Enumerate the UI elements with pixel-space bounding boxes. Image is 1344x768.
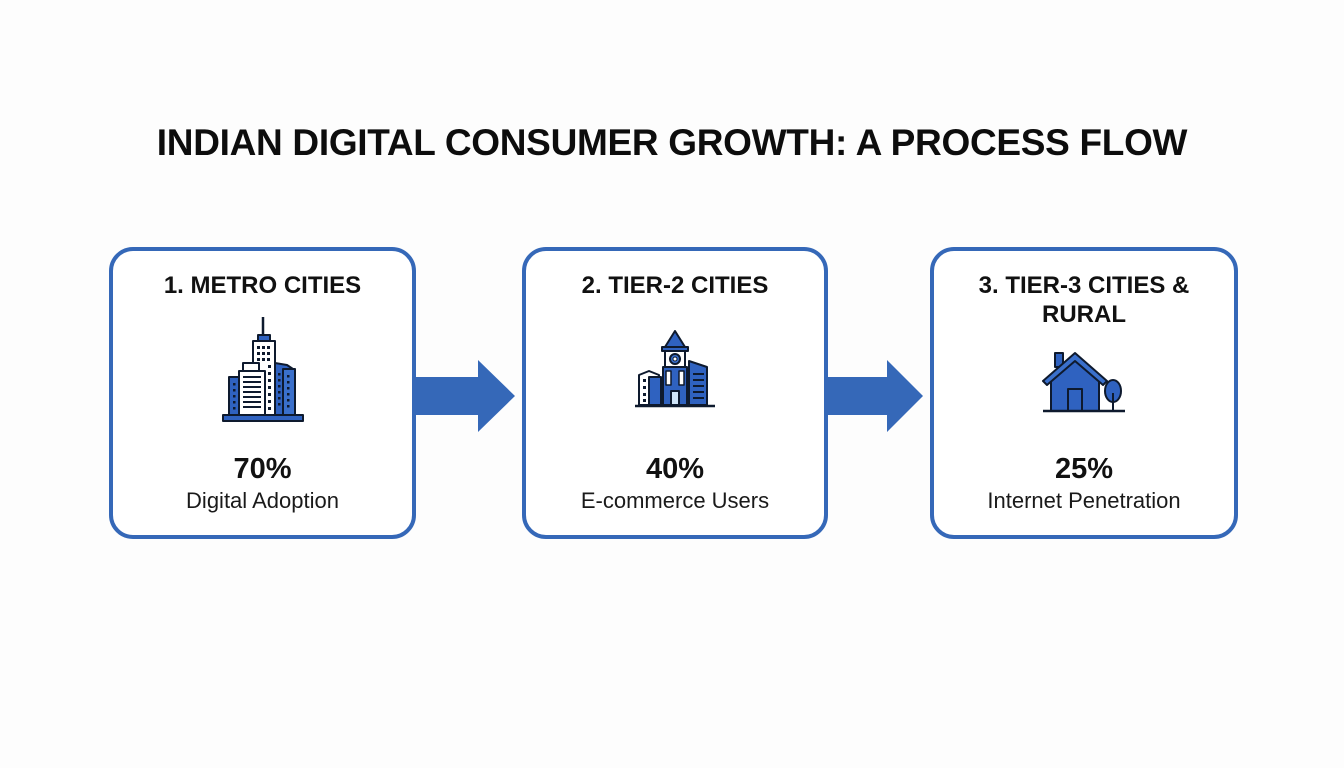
step-card-tier-3-cities-rural: 3. TIER-3 CITIES & RURAL 25% Internet Pe… (930, 247, 1238, 539)
step-label: Digital Adoption (186, 488, 339, 513)
step-title: 1. METRO CITIES (163, 272, 362, 299)
clock-tower-town-icon (526, 329, 824, 416)
house-with-tree-icon (934, 349, 1234, 420)
step-card-tier-2-cities: 2. TIER-2 CITIES (522, 247, 828, 539)
step-title: 2. TIER-2 CITIES (581, 272, 769, 299)
step-label: Internet Penetration (987, 488, 1181, 513)
diagram-title: INDIAN DIGITAL CONSUMER GROWTH: A PROCES… (156, 122, 1188, 163)
step-title: 3. TIER-3 CITIES & RURAL (978, 272, 1190, 328)
city-skyscrapers-icon (113, 315, 412, 432)
step-value: 40% (645, 453, 705, 485)
step-label: E-commerce Users (580, 488, 770, 513)
right-arrow-icon (828, 358, 924, 439)
step-card-metro-cities: 1. METRO CITIES (109, 247, 416, 539)
right-arrow-icon (416, 358, 516, 439)
step-value: 70% (233, 453, 292, 485)
step-value: 25% (1054, 453, 1114, 485)
